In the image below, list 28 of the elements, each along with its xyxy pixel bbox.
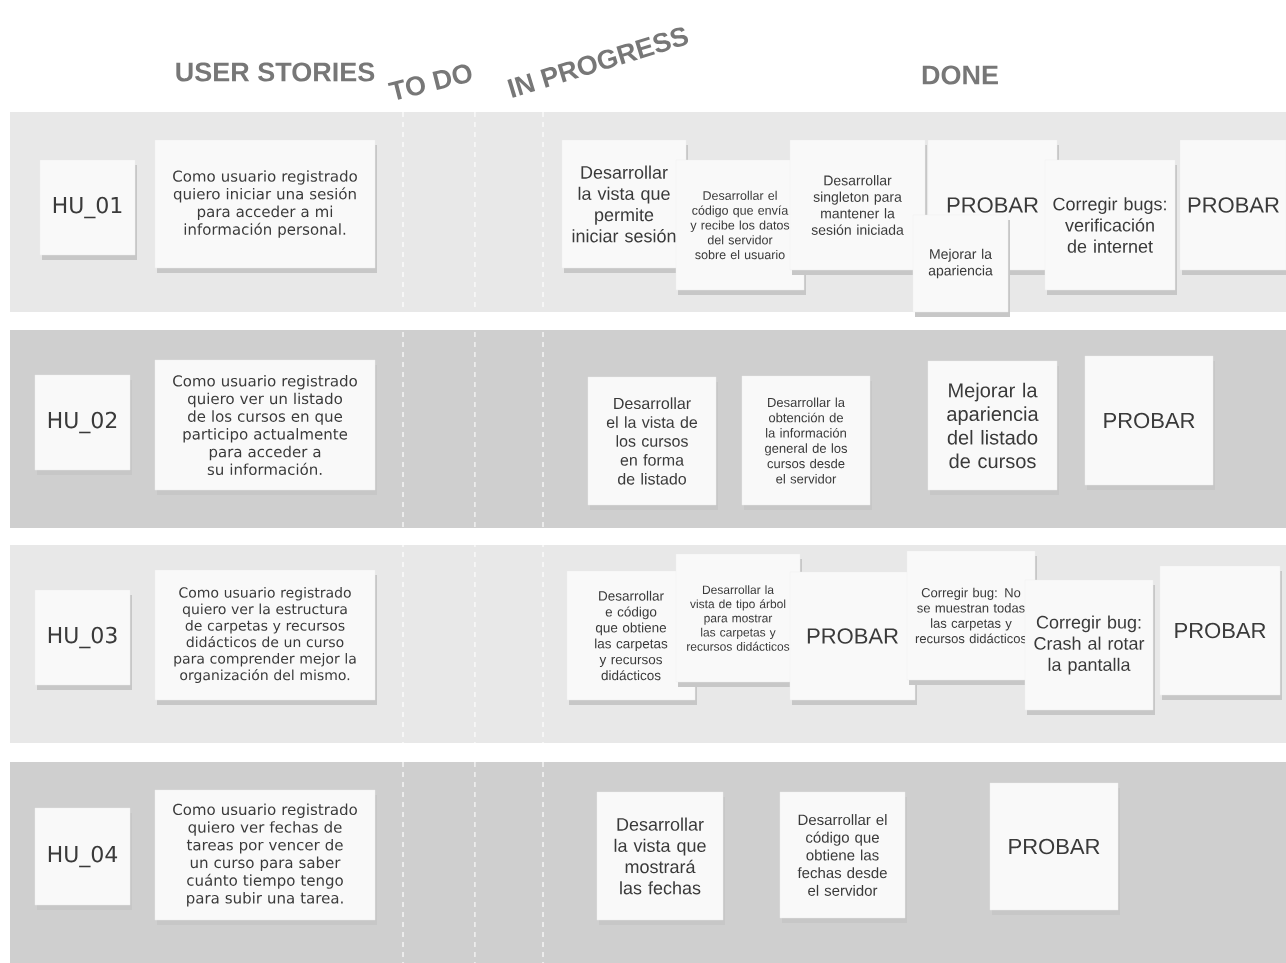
task-note: Desarrollar la vista que mostrará las fechas <box>596 791 725 925</box>
task-note: Desarrollar el la vista de los cursos en forma de listado <box>587 376 718 510</box>
column-header: TO DO <box>387 64 472 100</box>
task-note: Corregir bugs: verificación de internet <box>1044 159 1177 295</box>
task-note: Desarrollar el código que obtiene las fechas desde el servidor <box>779 791 907 923</box>
user-story-note: Como usuario registrado quiero iniciar una sesión para acceder a mi información personal. <box>154 139 377 273</box>
task-note: Desarrollar la obtención de la información general de los cursos desde el servidor <box>741 375 872 510</box>
task-note: PROBAR <box>1084 355 1215 490</box>
task-note: Desarrollar la vista de tipo árbol para mostrar las carpetas y recursos didácticos <box>675 553 802 687</box>
task-note: PROBAR <box>1159 565 1282 700</box>
task-note: Desarrollar singleton para mantener la sesión iniciada <box>789 139 927 275</box>
task-note: PROBAR <box>1179 139 1286 275</box>
column-header: USER STORIES <box>176 62 375 82</box>
task-note: Corregir bug: Crash al rotar la pantalla <box>1024 579 1155 715</box>
story-id-note: HU_01 <box>39 159 137 260</box>
task-note: Desarrollar la vista que permite iniciar sesión <box>561 139 688 273</box>
story-id-note: HU_04 <box>34 807 132 910</box>
user-story-note: Como usuario registrado quiero ver fechas de tareas por vencer de un curso para saber cuánto tiempo tengo para subir una tarea. <box>154 789 377 925</box>
task-note: PROBAR <box>989 782 1120 915</box>
user-story-note: Como usuario registrado quiero ver la estructura de carpetas y recursos didácticos de un curso para comprender mejor la organización del mismo. <box>154 569 377 705</box>
story-id-note: HU_02 <box>34 374 132 475</box>
task-note: Mejorar la apariencia del listado de cursos <box>927 360 1059 495</box>
task-note: PROBAR <box>789 571 917 705</box>
task-note: Mejorar la apariencia <box>912 214 1010 317</box>
story-id-note: HU_03 <box>34 589 132 690</box>
user-story-note: Como usuario registrado quiero ver un listado de los cursos en que participo actualmente para acceder a su información. <box>154 359 377 495</box>
column-header: DONE <box>922 65 998 85</box>
task-note: Desarrollar el código que envía y recibe los datos del servidor sobre el usuario <box>675 159 806 295</box>
